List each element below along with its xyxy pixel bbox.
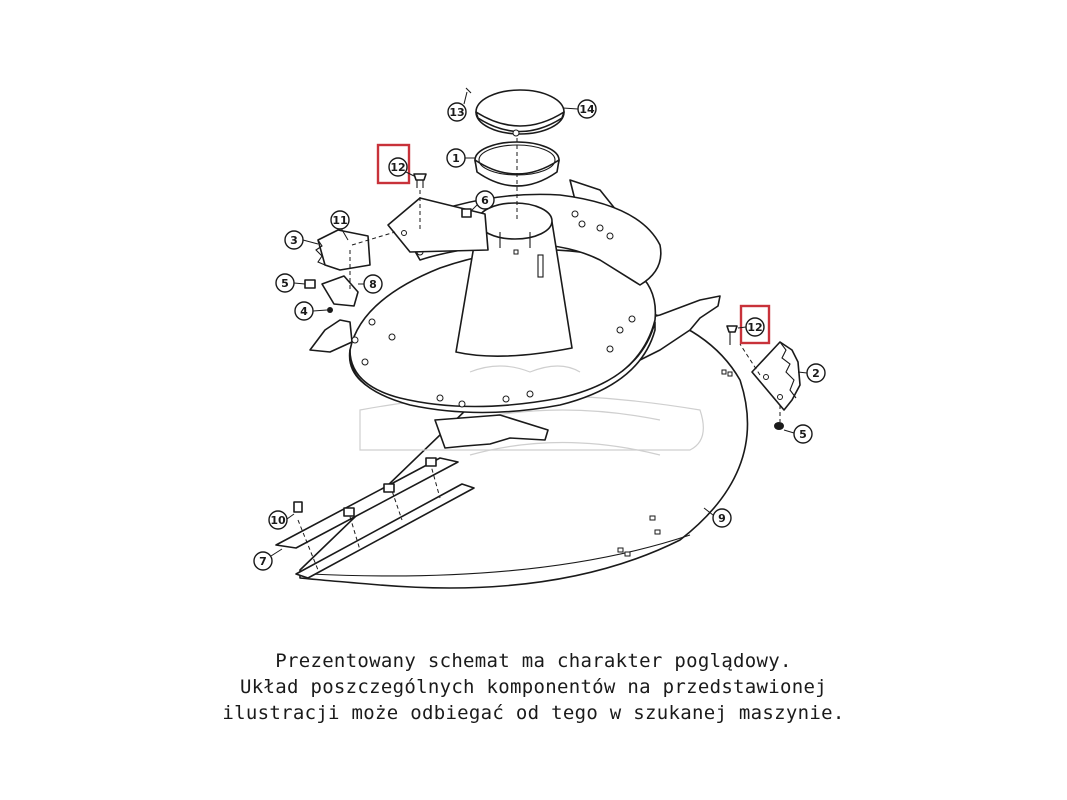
callout-11: 11 (330, 210, 350, 241)
callout-10: 10 (268, 510, 295, 530)
svg-text:5: 5 (799, 428, 807, 441)
svg-text:9: 9 (718, 512, 726, 525)
callout-13: 13 (447, 91, 468, 122)
callout-14: 14 (562, 99, 597, 119)
svg-text:14: 14 (579, 103, 595, 116)
left-blade-set (304, 229, 396, 313)
svg-text:12: 12 (747, 321, 762, 334)
callout-4: 4 (294, 301, 328, 321)
svg-text:7: 7 (259, 555, 267, 568)
callout-1: 1 (446, 148, 476, 168)
exploded-view-diagram: 13 14 1 12 6 11 3 5 8 (253, 87, 826, 589)
caption-line-3: ilustracji może odbiegać od tego w szuka… (222, 702, 845, 724)
svg-text:12: 12 (390, 161, 405, 174)
disclaimer-caption: Prezentowany schemat ma charakter pogląd… (0, 648, 1067, 726)
svg-text:13: 13 (449, 106, 464, 119)
svg-text:11: 11 (332, 214, 347, 227)
bottom-bars (275, 457, 475, 579)
svg-text:6: 6 (481, 194, 489, 207)
highlight-box-12-left (376, 143, 411, 185)
callout-12-left: 12 (376, 143, 415, 185)
svg-text:4: 4 (300, 305, 308, 318)
screw-12-left (413, 173, 427, 230)
callout-3: 3 (284, 230, 319, 250)
svg-text:10: 10 (270, 514, 286, 527)
callout-6: 6 (471, 190, 495, 211)
callout-7: 7 (253, 548, 283, 571)
callout-8: 8 (358, 274, 383, 294)
svg-text:1: 1 (452, 152, 460, 165)
highlight-box-12-right (739, 304, 771, 345)
callout-9: 9 (703, 507, 732, 528)
callout-2: 2 (797, 363, 826, 383)
right-blade-set (726, 325, 801, 430)
svg-text:5: 5 (281, 277, 289, 290)
cap-part (465, 87, 565, 220)
caption-line-1: Prezentowany schemat ma charakter pogląd… (275, 650, 792, 672)
callout-12-right: 12 (737, 304, 771, 345)
central-tube (455, 202, 581, 373)
svg-text:8: 8 (369, 278, 377, 291)
svg-text:3: 3 (290, 234, 298, 247)
callout-5-right: 5 (783, 424, 813, 444)
top-bracket-plate (387, 197, 489, 253)
callout-5-left: 5 (275, 273, 306, 293)
svg-text:2: 2 (812, 367, 820, 380)
caption-line-2: Układ poszczególnych komponentów na prze… (240, 676, 827, 698)
